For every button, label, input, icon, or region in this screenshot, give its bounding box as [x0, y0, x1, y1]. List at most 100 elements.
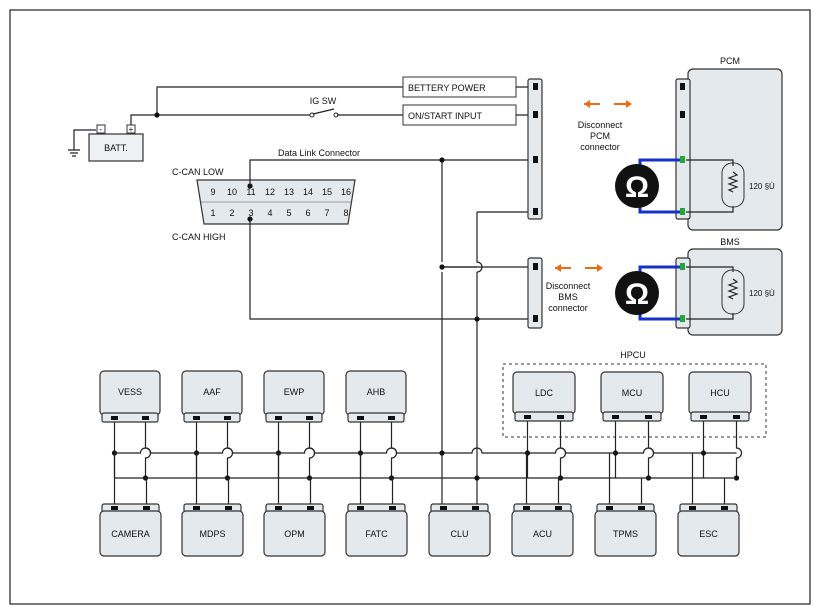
module-aaf: AAF — [181, 370, 243, 423]
pcm-ohm-symbol: Ω — [625, 171, 649, 204]
dlc-pin-label: 12 — [265, 187, 275, 197]
dlc-pin-label: 6 — [305, 208, 310, 218]
pcm-box — [687, 68, 783, 231]
diagram-frame — [9, 9, 811, 605]
module-label: FATC — [365, 529, 388, 539]
module-label: ESC — [699, 529, 718, 539]
dlc-pin-label: 11 — [246, 187, 255, 197]
module-label: CAMERA — [111, 529, 150, 539]
module-label: AAF — [203, 387, 221, 397]
dlc-pin-label: 13 — [284, 187, 294, 197]
data-link-label: Data Link Connector — [278, 148, 360, 158]
module-label: ACU — [533, 529, 552, 539]
can-bus-horizontal — [111, 421, 743, 506]
battery-negative-terminal — [96, 124, 106, 134]
module-connector — [101, 412, 159, 423]
module-tpms: TPMS — [594, 503, 657, 557]
pcm-disconnect-text-2: PCM — [590, 131, 610, 141]
ohm-icon — [615, 271, 659, 315]
module-label: HCU — [710, 388, 730, 398]
dlc-pin-label: 16 — [341, 187, 351, 197]
pcm-ohmmeter: Ω — [615, 158, 680, 214]
bms-side-connector — [527, 257, 543, 329]
module-box — [181, 510, 244, 557]
dlc-pin-label: 14 — [303, 187, 313, 197]
module-label: EWP — [284, 387, 305, 397]
pcm-disconnect-text-3: connector — [580, 142, 620, 152]
battery-label: BATT. — [104, 143, 128, 153]
module-label: VESS — [118, 387, 142, 397]
module-label: LDC — [535, 388, 554, 398]
module-esc: ESC — [677, 503, 740, 557]
battery-minus-label: - — [100, 125, 103, 134]
bms-ohmmeter: Ω — [615, 265, 680, 321]
module-box — [677, 510, 740, 557]
module-box — [99, 510, 162, 557]
module-mdps: MDPS — [181, 503, 244, 557]
can-high-label: C-CAN HIGH — [172, 232, 226, 242]
module-label: TPMS — [613, 529, 638, 539]
module-label: OPM — [284, 529, 305, 539]
battery-box — [88, 133, 144, 162]
dlc-pin-label: 2 — [229, 208, 234, 218]
bms-disconnect-text-1: Disconnect — [546, 281, 591, 291]
dlc-pin-label: 7 — [324, 208, 329, 218]
module-vess: VESS — [99, 370, 161, 423]
battery-power-label: BETTERY POWER — [408, 83, 486, 93]
bms-module: BMS 120 §Ù — [675, 237, 783, 336]
module-opm: OPM — [263, 503, 326, 557]
module-label: CLU — [450, 529, 468, 539]
bms-connector — [675, 257, 691, 329]
bms-resistor-label: 120 §Ù — [749, 289, 775, 298]
module-connector — [690, 411, 750, 422]
power-section: - + BATT. IG SW BETTERY POWER ON/START I… — [68, 76, 536, 162]
module-ahb: AHB — [345, 370, 407, 423]
top-modules: VESS AAF EWP AHB — [99, 370, 407, 423]
module-connector — [265, 412, 323, 423]
module-label: AHB — [367, 387, 386, 397]
module-label: MCU — [622, 388, 643, 398]
pcm-side-connector — [527, 78, 543, 220]
dlc-pin-label: 8 — [343, 208, 348, 218]
bms-ohm-symbol: Ω — [625, 278, 649, 311]
hpcu-label: HPCU — [620, 350, 646, 360]
module-acu: ACU — [511, 503, 574, 557]
module-box — [428, 510, 491, 557]
bottom-modules: CAMERA MDPS OPM FATC CLU ACU TPMS ESC — [99, 503, 740, 557]
module-hcu: HCU — [688, 371, 752, 422]
can-bus-vertical — [439, 157, 536, 508]
dlc-pin-label: 5 — [286, 208, 291, 218]
dlc-pin-label: 9 — [210, 187, 215, 197]
ohm-icon — [615, 164, 659, 208]
dlc-pin-label: 1 — [210, 208, 215, 218]
data-link-connector: Data Link Connector C-CAN LOW C-CAN HIGH… — [172, 148, 536, 320]
pcm-disconnect-text-1: Disconnect — [578, 120, 623, 130]
pcm-resistor-label: 120 §Ù — [749, 182, 775, 191]
bms-disconnect-text-2: BMS — [558, 292, 578, 302]
battery-plus-label: + — [129, 125, 134, 134]
module-connector — [602, 411, 662, 422]
module-camera: CAMERA — [99, 503, 162, 557]
module-label: MDPS — [199, 529, 225, 539]
pcm-module: PCM 120 §Ù — [675, 56, 783, 231]
module-connector — [347, 412, 405, 423]
module-connector — [183, 412, 241, 423]
module-ldc: LDC — [512, 371, 576, 422]
module-fatc: FATC — [345, 503, 408, 557]
module-box — [345, 510, 408, 557]
module-mcu: MCU — [600, 371, 664, 422]
can-low-label: C-CAN LOW — [172, 167, 224, 177]
pcm-label: PCM — [720, 56, 740, 66]
bms-disconnect-arrows — [555, 264, 603, 272]
bms-disconnect-text-3: connector — [548, 303, 588, 313]
pcm-disconnect-arrows — [584, 100, 632, 108]
dlc-pin-label: 3 — [248, 208, 253, 218]
module-clu: CLU — [428, 503, 491, 557]
dlc-pin-label: 15 — [322, 187, 332, 197]
module-box — [511, 510, 574, 557]
module-ewp: EWP — [263, 370, 325, 423]
module-box — [594, 510, 657, 557]
